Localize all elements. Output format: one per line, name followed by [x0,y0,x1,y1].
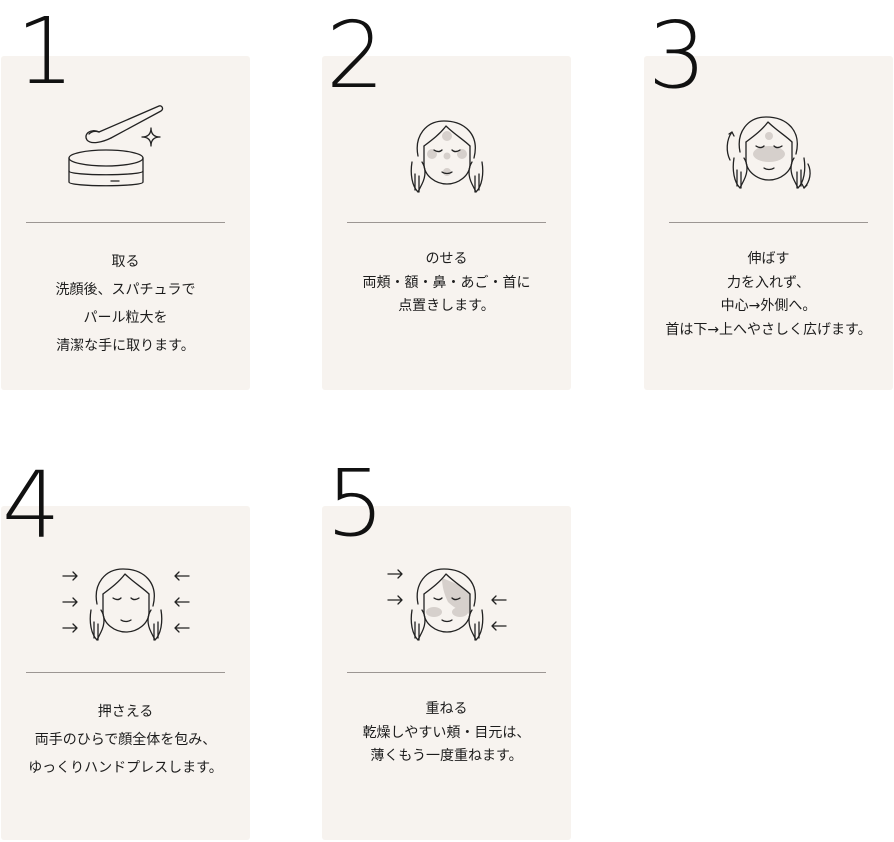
step-number-2: 2 [326,2,385,109]
step-title: 押さえる [97,704,154,720]
step-number-5: 5 [326,450,385,557]
step-line: 乾燥しやすい頬・目元は、 [362,724,531,741]
step-line: 薄くもう一度重ねます。 [370,748,523,764]
step-2-text: のせる 両頬・額・鼻・あご・首に 点置きします。 [322,248,571,319]
divider [26,222,225,223]
divider [669,222,868,223]
step-line: パール粒大を [83,310,168,326]
step-title: 伸ばす [747,251,790,267]
step-title: 取る [111,254,140,270]
divider [26,672,225,673]
step-title: のせる [425,251,468,267]
face-hand-press-icon [61,564,191,654]
step-line: 清潔な手に取ります。 [56,338,195,354]
step-card-5: 重ねる 乾燥しやすい頬・目元は、 薄くもう一度重ねます。 [322,506,571,840]
step-number-3: 3 [648,2,707,109]
step-line: 力を入れず、 [726,274,811,291]
face-dot-application-icon [382,116,512,206]
step-line: 首は下→上へやさしく広げます。 [665,321,872,338]
step-line: 中心→外側へ。 [720,298,817,314]
step-line: 両手のひらで顔全体を包み、 [34,732,217,748]
step-line: ゆっくりハンドプレスします。 [28,760,223,776]
step-card-4: 押さえる 両手のひらで顔全体を包み、 ゆっくりハンドプレスします。 [1,506,250,840]
step-card-2: のせる 両頬・額・鼻・あご・首に 点置きします。 [322,56,571,390]
step-1-text: 取る 洗顔後、スパチュラで パール粒大を 清潔な手に取ります。 [1,248,250,360]
cream-jar-spatula-icon [61,100,191,190]
step-number-1: 1 [16,0,75,105]
step-line: 点置きします。 [398,298,495,314]
step-line: 洗顔後、スパチュラで [55,282,196,298]
divider [347,672,546,673]
step-5-text: 重ねる 乾燥しやすい頬・目元は、 薄くもう一度重ねます。 [322,698,571,769]
step-title: 重ねる [425,701,468,717]
step-card-1: 取る 洗顔後、スパチュラで パール粒大を 清潔な手に取ります。 [1,56,250,390]
step-line: 両頬・額・鼻・あご・首に [362,274,531,291]
step-card-3: 伸ばす 力を入れず、 中心→外側へ。 首は下→上へやさしく広げます。 [644,56,893,390]
step-3-text: 伸ばす 力を入れず、 中心→外側へ。 首は下→上へやさしく広げます。 [644,248,893,342]
divider [347,222,546,223]
step-4-text: 押さえる 両手のひらで顔全体を包み、 ゆっくりハンドプレスします。 [1,698,250,782]
face-spread-icon [704,112,834,202]
face-layer-icon [382,564,512,654]
step-number-4: 4 [2,452,61,559]
